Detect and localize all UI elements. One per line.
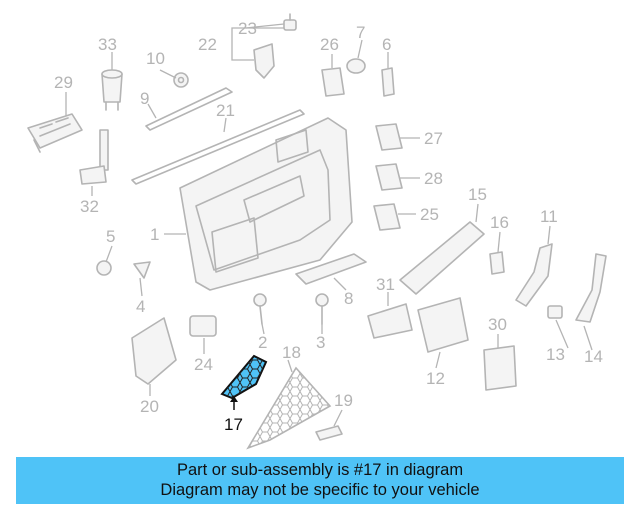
callout-29: 29 xyxy=(54,73,73,92)
part-12-bracket xyxy=(417,297,469,353)
part-25-switch xyxy=(373,203,401,231)
callout-2: 2 xyxy=(258,333,267,352)
part-10-grommet xyxy=(173,72,189,88)
callout-1: 1 xyxy=(150,225,159,244)
callout-11: 11 xyxy=(540,207,558,226)
part-23-clip xyxy=(283,13,297,31)
part-8-pull-cup xyxy=(295,253,367,285)
callout-22: 22 xyxy=(198,35,217,54)
part-9-belt-moulding xyxy=(145,87,233,131)
callout-21: 21 xyxy=(216,101,235,120)
part-4-clip xyxy=(133,261,151,279)
callout-9: 9 xyxy=(140,89,149,108)
callout-28: 28 xyxy=(424,169,443,188)
part-14-trim xyxy=(575,253,607,323)
callout-15: 15 xyxy=(468,185,487,204)
callout-24: 24 xyxy=(194,355,213,374)
part-17-speaker-grille-highlighted xyxy=(220,354,268,400)
callout-7: 7 xyxy=(356,23,365,42)
part-24-retainer xyxy=(189,315,217,337)
part-1-door-trim-panel xyxy=(179,117,353,291)
part-28-switch xyxy=(375,163,403,191)
part-21-weatherstrip xyxy=(131,109,305,185)
callout-10: 10 xyxy=(146,49,165,68)
part-22-bracket xyxy=(253,43,275,79)
part-33-connector xyxy=(101,69,123,111)
callout-12: 12 xyxy=(426,369,445,388)
part-19-clip xyxy=(315,425,343,441)
part-15-switch-panel xyxy=(399,221,485,295)
callout-14: 14 xyxy=(584,347,603,366)
part-11-handle xyxy=(515,243,553,307)
callout-30: 30 xyxy=(488,315,507,334)
callout-23: 23 xyxy=(238,19,257,38)
part-2-screw xyxy=(253,293,267,325)
callout-6: 6 xyxy=(382,35,391,54)
callout-17: 17 xyxy=(224,415,243,434)
callout-4: 4 xyxy=(136,297,145,316)
part-27-switch xyxy=(375,123,403,151)
part-32-bracket xyxy=(79,129,109,185)
part-3-screw xyxy=(315,293,329,325)
callout-33: 33 xyxy=(98,35,117,54)
callout-8: 8 xyxy=(344,289,353,308)
callout-27: 27 xyxy=(424,129,443,148)
callout-32: 32 xyxy=(80,197,99,216)
callout-numbers: 33 10 29 9 22 23 26 7 6 21 27 28 32 1 25… xyxy=(54,19,603,434)
callout-3: 3 xyxy=(316,333,325,352)
banner-line-1: Part or sub-assembly is #17 in diagram xyxy=(176,461,464,479)
part-6-clip xyxy=(381,67,395,97)
callout-25: 25 xyxy=(420,205,439,224)
part-31-bracket xyxy=(367,303,413,339)
part-26-switch xyxy=(321,67,345,97)
callout-13: 13 xyxy=(546,345,565,364)
part-7-clip xyxy=(346,58,366,74)
part-18-speaker-grille xyxy=(246,366,332,450)
banner-line-2: Diagram may not be specific to your vehi… xyxy=(160,481,480,499)
callout-20: 20 xyxy=(140,397,159,416)
part-5-clip xyxy=(96,260,112,276)
part-29-window-switch xyxy=(27,113,83,153)
part-16-clip xyxy=(489,251,505,275)
callout-5: 5 xyxy=(106,227,115,246)
callout-26: 26 xyxy=(320,35,339,54)
leader-lines xyxy=(65,23,593,427)
info-banner: Part or sub-assembly is #17 in diagram D… xyxy=(16,457,624,504)
part-20-speaker-bracket xyxy=(131,317,177,385)
callout-19: 19 xyxy=(334,391,353,410)
callout-16: 16 xyxy=(490,213,509,232)
part-13-clip xyxy=(547,305,563,319)
part-30-switch xyxy=(483,345,517,391)
callout-31: 31 xyxy=(376,275,395,294)
callout-18: 18 xyxy=(282,343,301,362)
